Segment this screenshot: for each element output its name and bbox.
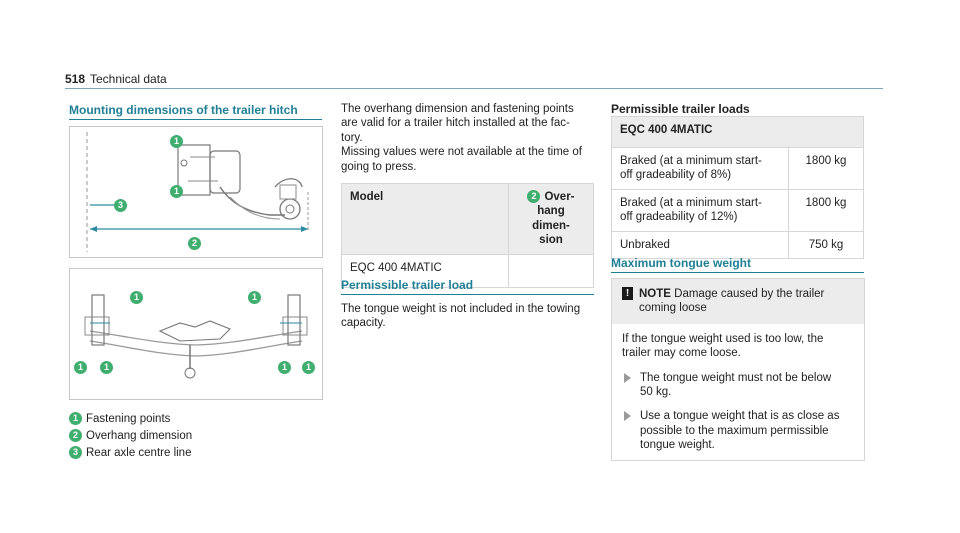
text-line: possible to the maximum permissible bbox=[640, 424, 829, 437]
hitch-rear-illustration bbox=[84, 294, 308, 379]
callout-badge: 1 bbox=[248, 291, 261, 304]
text-line: If the tongue weight used is too low, th… bbox=[622, 332, 824, 345]
note-box: ! NOTE Damage caused by the trailer comin… bbox=[611, 278, 865, 462]
callout-badge: 2 bbox=[527, 190, 541, 204]
callout-badge: 1 bbox=[130, 291, 143, 304]
header-rule bbox=[65, 88, 883, 89]
text-line: capacity. bbox=[341, 317, 386, 330]
text-line: The tongue weight must not be below bbox=[640, 371, 832, 384]
mounting-heading: Mounting dimensions of the trailer hitch bbox=[69, 103, 298, 117]
legend-text: Overhang dimension bbox=[86, 430, 193, 442]
bullet-item: Use a tongue weight that is as close as … bbox=[622, 409, 854, 452]
trailer-loads-heading: Permissible trailer loads bbox=[611, 102, 750, 116]
text-line: The overhang dimension and fastening poi… bbox=[341, 103, 574, 115]
callout-badge: 1 bbox=[74, 361, 87, 374]
triangle-bullet-icon bbox=[624, 411, 631, 422]
load-label-cell: Braked (at a minimum start- off gradeabi… bbox=[611, 188, 789, 232]
legend-item: 1 Fastening points bbox=[69, 412, 170, 426]
note-header: ! NOTE Damage caused by the trailer comin… bbox=[612, 279, 864, 324]
text-line: are valid for a trailer hitch installed … bbox=[341, 117, 570, 130]
heading-rule bbox=[341, 294, 594, 295]
header-line: hang dimen- bbox=[532, 205, 570, 232]
text-line: Missing values were not available at the… bbox=[341, 146, 582, 159]
legend-text: Fastening points bbox=[86, 413, 171, 425]
header-line: sion bbox=[539, 234, 563, 247]
trailer-loads-table: EQC 400 4MATIC Braked (at a minimum star… bbox=[611, 116, 864, 259]
triangle-bullet-icon bbox=[624, 372, 631, 383]
legend-item: 2 Overhang dimension bbox=[69, 429, 192, 443]
legend-badge: 2 bbox=[69, 429, 82, 443]
warning-icon: ! bbox=[622, 287, 633, 300]
trailer-load-heading: Permissible trailer load bbox=[341, 278, 474, 292]
note-label: NOTE bbox=[639, 288, 671, 300]
text-line: Unbraked bbox=[620, 238, 670, 251]
load-value-cell: 750 kg bbox=[788, 230, 864, 259]
text-line: Use a tongue weight that is as close as bbox=[640, 410, 840, 423]
text-line: tongue weight. bbox=[640, 439, 715, 451]
note-title: coming loose bbox=[639, 302, 707, 315]
bullet-item: The tongue weight must not be below 50 k… bbox=[622, 371, 854, 400]
section-title: Technical data bbox=[90, 72, 167, 86]
callout-badge: 1 bbox=[278, 361, 291, 374]
legend-badge: 3 bbox=[69, 446, 82, 460]
heading-rule bbox=[611, 272, 864, 273]
note-body: If the tongue weight used is too low, th… bbox=[612, 324, 864, 461]
text-line: 50 kg. bbox=[640, 385, 672, 398]
trailer-hitch-side-figure: 1 1 3 2 bbox=[69, 126, 323, 258]
model-header: EQC 400 4MATIC bbox=[611, 116, 864, 148]
text-line: Braked (at a minimum start- bbox=[620, 155, 762, 167]
callout-badge: 1 bbox=[170, 135, 183, 148]
page-number: 518 bbox=[65, 72, 86, 86]
text-line: tory. bbox=[341, 131, 363, 144]
callout-badge: 1 bbox=[170, 185, 183, 198]
text-line: off gradeability of 8%) bbox=[620, 169, 732, 182]
tongue-weight-heading: Maximum tongue weight bbox=[611, 256, 752, 270]
trailer-hitch-rear-figure: 1 1 1 1 1 1 bbox=[69, 268, 323, 400]
trailer-load-paragraph: The tongue weight is not included in the… bbox=[341, 302, 591, 331]
model-header: Model bbox=[341, 183, 509, 255]
load-label-cell: Unbraked bbox=[611, 230, 789, 259]
legend-badge: 1 bbox=[69, 412, 82, 426]
note-title: Damage caused by the trailer bbox=[674, 288, 825, 300]
text-line: off gradeability of 12%) bbox=[620, 211, 738, 224]
text-line: going to press. bbox=[341, 160, 417, 173]
load-value-cell: 1800 kg bbox=[788, 188, 864, 232]
load-value-cell: 1800 kg bbox=[788, 147, 864, 190]
callout-badge: 3 bbox=[114, 199, 127, 212]
load-label-cell: Braked (at a minimum start- off gradeabi… bbox=[611, 147, 789, 190]
heading-rule bbox=[69, 119, 322, 120]
overhang-paragraph: The overhang dimension and fastening poi… bbox=[341, 102, 591, 174]
text-line: The tongue weight is not included in the… bbox=[341, 303, 581, 315]
header-line: Over- bbox=[544, 191, 575, 203]
callout-badge: 1 bbox=[302, 361, 315, 374]
callout-badge: 1 bbox=[100, 361, 113, 374]
text-line: trailer may come loose. bbox=[622, 347, 741, 360]
callout-badge: 2 bbox=[188, 237, 201, 250]
overhang-value-cell bbox=[508, 253, 594, 288]
legend-text: Rear axle centre line bbox=[86, 447, 192, 459]
text-line: Braked (at a minimum start- bbox=[620, 196, 762, 209]
legend-item: 3 Rear axle centre line bbox=[69, 446, 191, 460]
